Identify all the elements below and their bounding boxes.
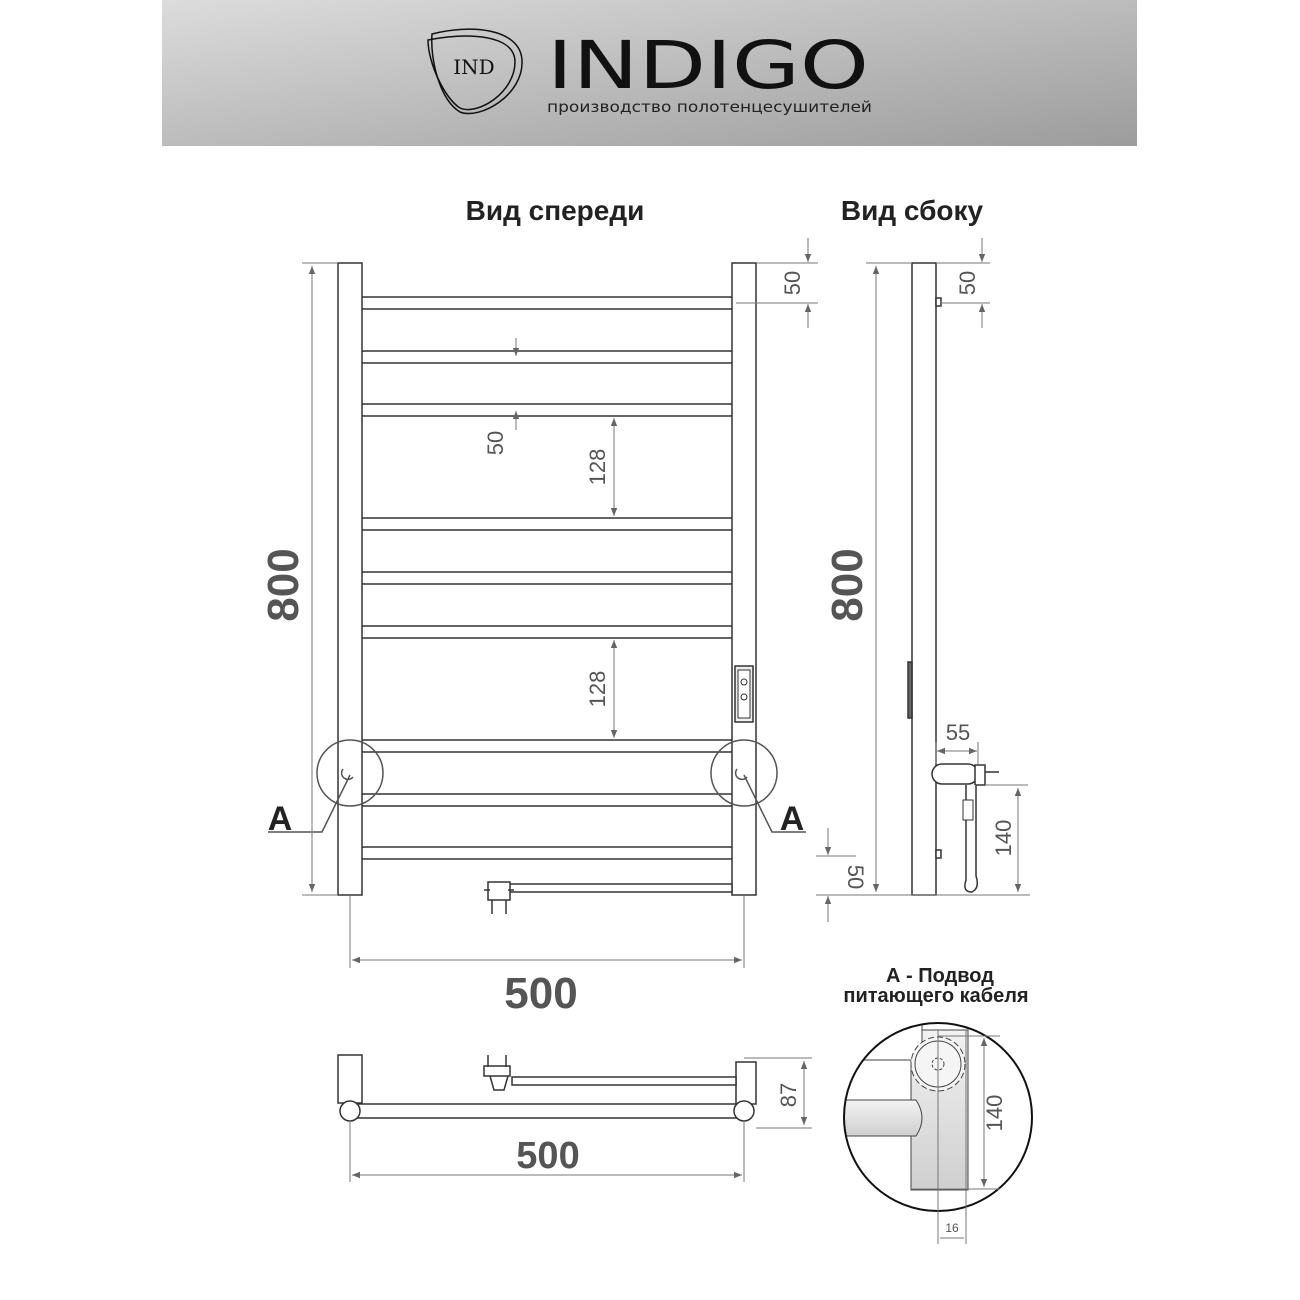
logo-mark: IND — [453, 55, 494, 79]
cable-and-plug — [484, 881, 733, 914]
dim-section-gap-2: 128 — [585, 671, 610, 708]
dim-side-cable-height: 140 — [991, 820, 1016, 857]
side-view-title: Вид сбоку — [841, 195, 984, 226]
dim-top-view-depth: 87 — [776, 1083, 801, 1107]
top-dimension-lines — [349, 1057, 812, 1182]
front-dimension-lines — [302, 238, 880, 968]
dim-section-gap-1: 128 — [585, 449, 610, 486]
side-post — [911, 262, 937, 896]
towel-bars — [357, 296, 737, 860]
detail-title-line2: питающего кабеля — [843, 985, 1028, 1007]
right-post — [731, 262, 757, 896]
top-view — [337, 1054, 757, 1122]
side-view — [907, 262, 999, 896]
front-view — [268, 262, 806, 914]
dim-top-view-width: 500 — [516, 1135, 579, 1177]
header-banner: IND INDIGO производство полотенцесушител… — [162, 0, 1137, 146]
dim-bar-gap: 50 — [483, 431, 508, 455]
left-post — [337, 262, 363, 896]
dim-top-offset: 50 — [780, 271, 805, 295]
detail-title-line1: А - Подвод — [886, 965, 994, 987]
detail-view — [843, 1022, 1033, 1244]
dim-front-width: 500 — [504, 969, 577, 1018]
brand-tagline: производство полотенцесушителей — [547, 98, 872, 116]
dim-detail-height: 140 — [982, 1095, 1007, 1132]
front-view-title: Вид спереди — [466, 195, 645, 226]
dim-bottom-offset: 50 — [843, 865, 868, 889]
dim-side-height: 800 — [823, 548, 872, 621]
dim-side-top-offset: 50 — [955, 271, 980, 295]
dim-side-depth: 55 — [946, 720, 970, 745]
brand-name: INDIGO — [547, 27, 869, 104]
dim-front-height: 800 — [259, 548, 308, 621]
detail-circles — [268, 739, 806, 833]
detail-marker-right: А — [780, 800, 805, 838]
control-panel — [734, 665, 754, 723]
side-dimension-lines — [866, 238, 1030, 896]
logo-emblem — [427, 28, 523, 115]
detail-marker-left: А — [268, 800, 293, 838]
dim-detail-width: 16 — [945, 1221, 959, 1235]
